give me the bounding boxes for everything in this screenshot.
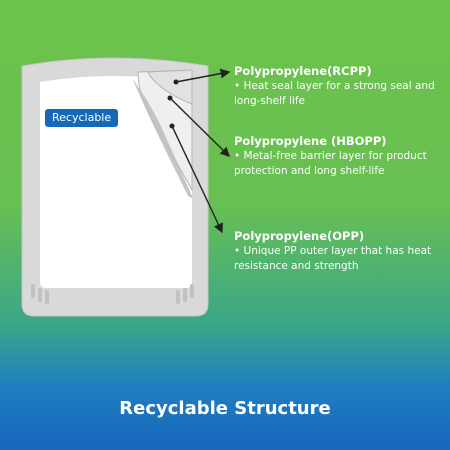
layer-description: • Unique PP outer layer that has heat re… bbox=[234, 245, 432, 272]
layer-label-opp: Polypropylene(OPP) • Unique PP outer lay… bbox=[234, 229, 448, 274]
recyclable-badge: Recyclable bbox=[45, 109, 119, 127]
footer-title: Recyclable Structure bbox=[119, 398, 331, 419]
layer-title: Polypropylene(OPP) bbox=[234, 229, 365, 243]
arrow-rcpp-dot bbox=[173, 79, 179, 85]
pouch-body bbox=[40, 76, 192, 288]
layer-peel-rcpp bbox=[147, 69, 193, 105]
arrow-rcpp bbox=[175, 68, 231, 83]
arrow-hbopp-dot bbox=[167, 95, 173, 101]
layer-description: • Metal-free barrier layer for product p… bbox=[234, 150, 427, 177]
layer-description: • Heat seal layer for a strong seal and … bbox=[234, 80, 435, 107]
arrow-hbopp bbox=[169, 97, 230, 157]
layer-label-rcpp: Polypropylene(RCPP) • Heat seal layer fo… bbox=[234, 64, 448, 109]
layer-peel-opp bbox=[132, 78, 192, 198]
layer-title: Polypropylene (HBOPP) bbox=[234, 134, 387, 148]
layer-label-hbopp: Polypropylene (HBOPP) • Metal-free barri… bbox=[234, 134, 448, 179]
arrow-opp bbox=[171, 125, 223, 234]
arrow-opp-dot bbox=[169, 123, 175, 129]
layer-title: Polypropylene(RCPP) bbox=[234, 64, 372, 78]
seal-notches-left bbox=[31, 284, 49, 304]
seal-notches-right bbox=[176, 284, 194, 304]
